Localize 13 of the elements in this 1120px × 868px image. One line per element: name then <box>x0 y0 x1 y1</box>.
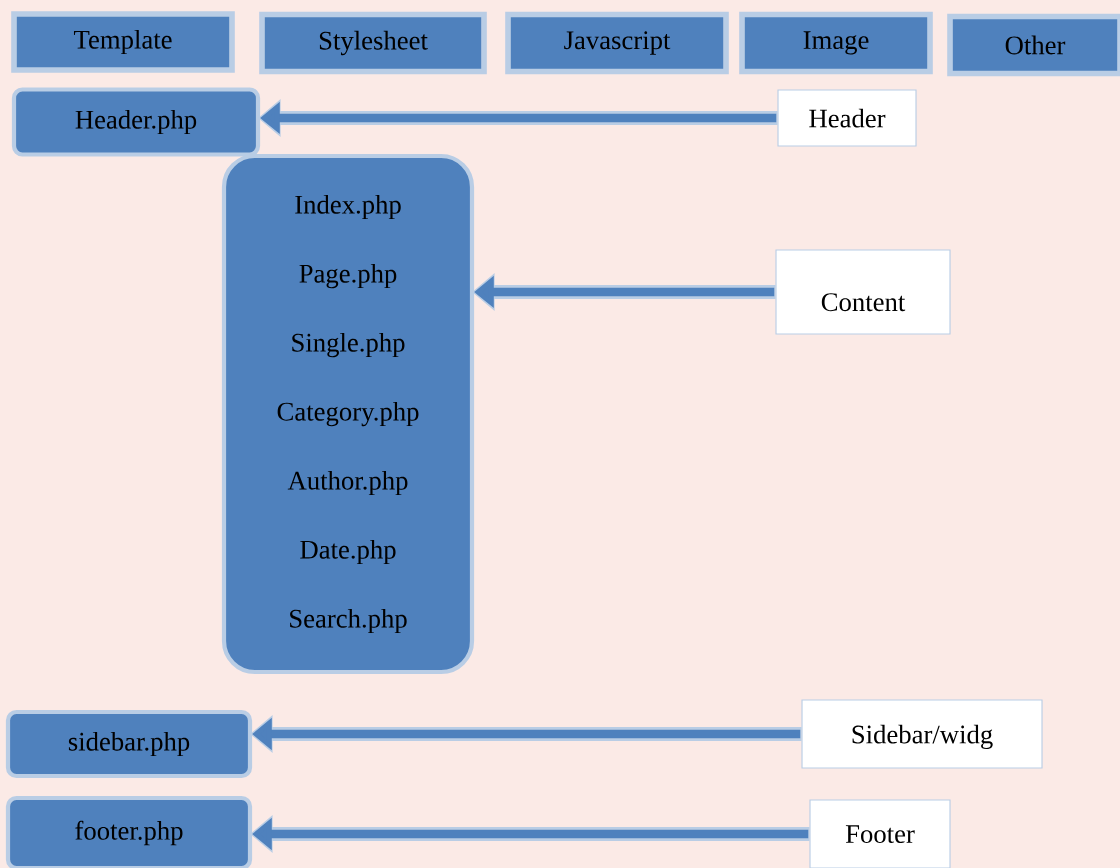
label-box: Footer <box>809 799 951 868</box>
label-box: Header <box>777 89 917 147</box>
tab-box: Template <box>11 11 235 73</box>
label-box: Content <box>775 249 951 335</box>
tab-box: Other <box>947 13 1120 77</box>
label-box: Sidebar/widg <box>801 699 1043 769</box>
file-box: footer.php <box>5 795 253 868</box>
file-list-box: Index.php Page.php Single.php Category.php Author.php Date.php Search.php <box>221 153 475 675</box>
tab-box: Image <box>739 11 933 75</box>
tab-box: Stylesheet <box>259 11 487 75</box>
file-box: Header.php <box>11 87 261 157</box>
tab-box: Javascript <box>505 11 729 75</box>
file-box: sidebar.php <box>5 709 253 779</box>
